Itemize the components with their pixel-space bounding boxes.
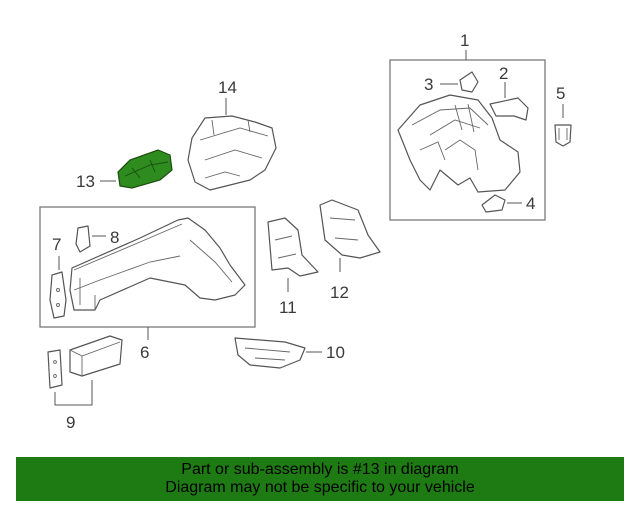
part-12-bracket[interactable] xyxy=(319,199,381,259)
part-9-extension-box[interactable] xyxy=(69,335,123,377)
parts-diagram: 1 3 2 4 5 14 13 xyxy=(39,31,572,432)
callout-14[interactable]: 14 xyxy=(218,78,237,97)
callout-1[interactable]: 1 xyxy=(460,31,469,50)
callout-5[interactable]: 5 xyxy=(556,84,565,103)
callout-9[interactable]: 9 xyxy=(66,413,75,432)
callout-11[interactable]: 11 xyxy=(279,298,297,317)
callout-8[interactable]: 8 xyxy=(110,228,119,247)
part-7-plate[interactable] xyxy=(49,271,67,319)
part-6-frame-rail[interactable] xyxy=(69,217,246,311)
callout-12[interactable]: 12 xyxy=(330,283,349,302)
part-9-plate[interactable] xyxy=(47,349,63,389)
part-4-bracket[interactable] xyxy=(481,194,506,213)
part-1-wheelhouse-assembly[interactable] xyxy=(397,94,521,193)
banner-line-2: Diagram may not be specific to your vehi… xyxy=(165,479,475,496)
part-5-clip[interactable] xyxy=(554,124,572,147)
part-13-bracket-highlighted[interactable] xyxy=(117,149,173,189)
callout-3[interactable]: 3 xyxy=(424,75,433,94)
info-banner: Part or sub-assembly is #13 in diagram D… xyxy=(16,457,624,501)
assembly-1-box xyxy=(389,59,546,221)
part-11-bracket[interactable] xyxy=(267,217,319,277)
part-2-bracket[interactable] xyxy=(489,97,529,121)
callout-13[interactable]: 13 xyxy=(76,172,95,191)
part-10-reinforcement[interactable] xyxy=(234,337,306,369)
callout-10[interactable]: 10 xyxy=(326,343,345,362)
callout-7[interactable]: 7 xyxy=(52,235,61,254)
part-3-bracket[interactable] xyxy=(459,71,479,93)
callout-4[interactable]: 4 xyxy=(526,194,535,213)
callout-6[interactable]: 6 xyxy=(140,343,149,362)
part-8-bracket[interactable] xyxy=(75,225,91,253)
callout-2[interactable]: 2 xyxy=(499,64,508,83)
banner-line-1: Part or sub-assembly is #13 in diagram xyxy=(181,461,459,478)
leader-9 xyxy=(54,380,93,406)
part-14-fender-apron[interactable] xyxy=(187,115,277,191)
